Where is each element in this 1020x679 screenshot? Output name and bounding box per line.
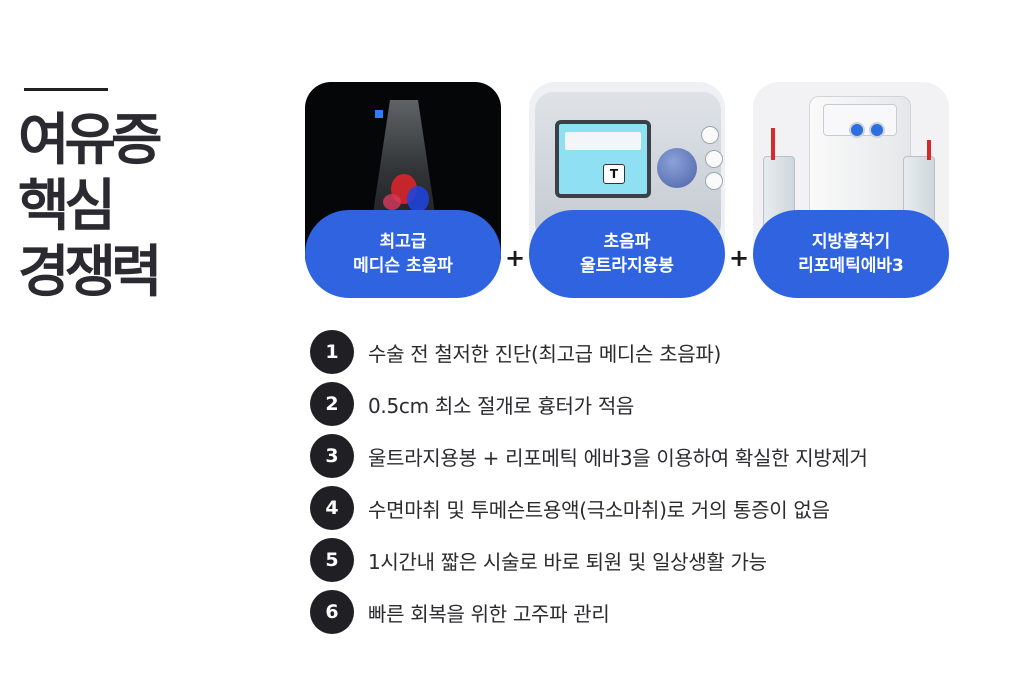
card-ultrasound: 최고급 메디슨 초음파	[305, 82, 501, 300]
list-item: 2 0.5cm 최소 절개로 흉터가 적음	[310, 378, 868, 430]
card-label: 초음파 울트라지용봉	[529, 210, 725, 298]
list-item: 1 수술 전 철저한 진단(최고급 메디슨 초음파)	[310, 326, 868, 378]
card-label: 최고급 메디슨 초음파	[305, 210, 501, 298]
list-item: 4 수면마취 및 투메슨트용액(극소마취)로 거의 통증이 없음	[310, 482, 868, 534]
card-label-line1: 지방흡착기	[811, 232, 891, 252]
number-badge: 4	[310, 486, 354, 530]
equipment-cards: 최고급 메디슨 초음파 + T 초음파 울트라지용봉 +	[305, 82, 950, 300]
plus-icon: +	[504, 244, 526, 272]
card-liposuction-machine: 지방흡착기 리포메틱에바3	[753, 82, 949, 300]
number-badge: 3	[310, 434, 354, 478]
list-item: 3 울트라지용봉 + 리포메틱 에바3을 이용하여 확실한 지방제거	[310, 430, 868, 482]
number-badge: 2	[310, 382, 354, 426]
title-line-3: 경쟁력	[18, 240, 163, 305]
card-ultrasonic-device: T 초음파 울트라지용봉	[529, 82, 725, 300]
number-badge: 6	[310, 590, 354, 634]
list-item: 6 빠른 회복을 위한 고주파 관리	[310, 586, 868, 638]
card-label-line2: 메디슨 초음파	[353, 256, 453, 276]
feature-text: 울트라지용봉 + 리포메틱 에바3을 이용하여 확실한 지방제거	[368, 445, 868, 470]
card-label-line2: 리포메틱에바3	[798, 256, 904, 276]
card-label-line2: 울트라지용봉	[580, 256, 674, 276]
title-rule	[24, 88, 108, 91]
device-t-button: T	[603, 164, 625, 184]
page-title: 여유증 핵심 경쟁력	[18, 108, 163, 306]
plus-icon: +	[728, 244, 750, 272]
list-item: 5 1시간내 짧은 시술로 바로 퇴원 및 일상생활 가능	[310, 534, 868, 586]
card-label-line1: 최고급	[379, 232, 427, 252]
title-line-2: 핵심	[18, 174, 116, 239]
feature-text: 1시간내 짧은 시술로 바로 퇴원 및 일상생활 가능	[368, 549, 767, 574]
feature-text: 수술 전 철저한 진단(최고급 메디슨 초음파)	[368, 341, 721, 366]
number-badge: 1	[310, 330, 354, 374]
feature-list: 1 수술 전 철저한 진단(최고급 메디슨 초음파) 2 0.5cm 최소 절개…	[310, 326, 868, 638]
title-line-1: 여유증	[18, 108, 163, 173]
card-label-line1: 초음파	[603, 232, 651, 252]
feature-text: 0.5cm 최소 절개로 흉터가 적음	[368, 393, 635, 418]
card-label: 지방흡착기 리포메틱에바3	[753, 210, 949, 298]
feature-text: 수면마취 및 투메슨트용액(극소마취)로 거의 통증이 없음	[368, 497, 830, 522]
feature-text: 빠른 회복을 위한 고주파 관리	[368, 601, 610, 626]
number-badge: 5	[310, 538, 354, 582]
